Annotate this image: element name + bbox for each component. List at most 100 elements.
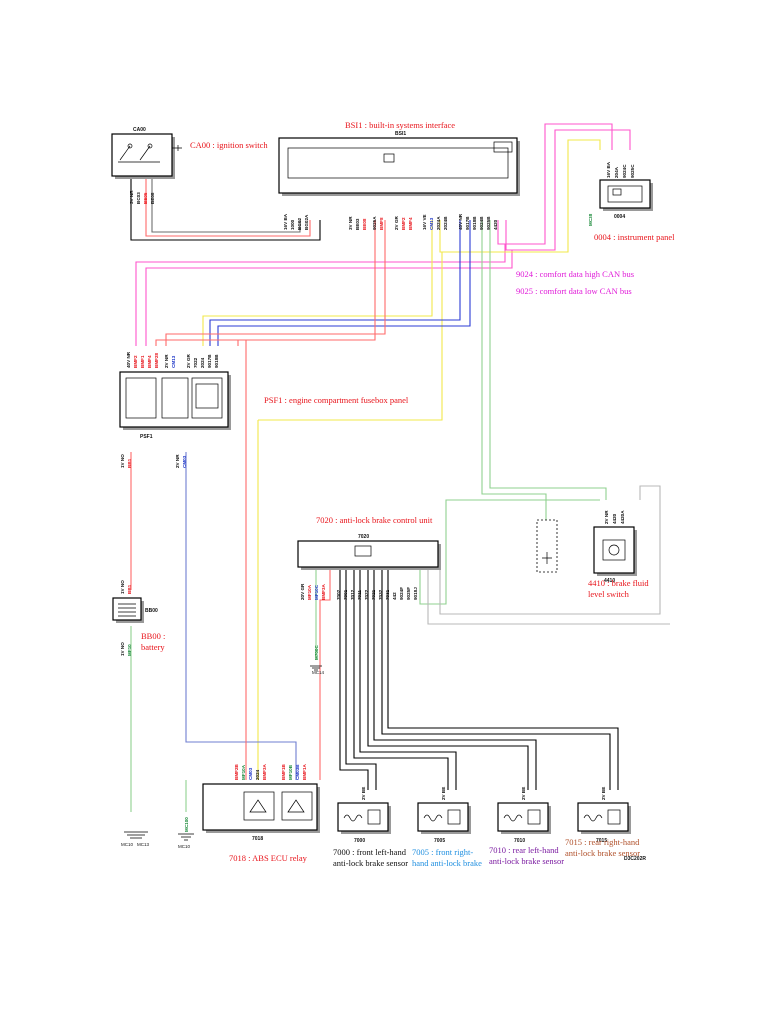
wire-black-s7000-a	[339, 566, 369, 790]
wire-ca00-bsi-red	[145, 178, 311, 237]
psf1-fusebox: PSF1 40V NR BMF2 BMF1 BMF4 BMF28 2V NR C…	[119, 351, 231, 468]
wire-gray-abs-bus	[427, 566, 670, 625]
dashed-connector	[536, 519, 558, 573]
label-p0004: 0004 : instrument panel	[594, 232, 675, 242]
wire-red-psf-bsi-2	[165, 220, 386, 346]
p0004-wire-3: 204A	[614, 166, 619, 178]
r7018-pin-5: BMF3A	[262, 763, 267, 780]
wire-ca00-bsi-gray	[151, 178, 301, 233]
bb00-battery: BB00 1V NO BB1 1V NO MF10	[112, 580, 158, 656]
ground-left-1: MC10	[121, 842, 134, 847]
label-psf1: PSF1 : engine compartment fusebox panel	[264, 395, 409, 405]
s7015-sensor: 7015 2V BE	[577, 787, 631, 844]
bsi-mid3-wire-1: 2V GR	[394, 216, 399, 230]
wire-red-psf-bsi	[155, 220, 376, 346]
bsi-left-wire-1: 16V BA	[283, 213, 288, 230]
bb00-bottom-wire-1: 1V NO	[120, 642, 125, 656]
psf1-top2-wire-1: 2V NR	[164, 354, 169, 368]
wire-black-s7010-b	[373, 566, 537, 790]
p0004-wire-5: 9025C	[630, 164, 635, 178]
psf1-top3-wire-1: 2V GR	[186, 354, 191, 368]
label-bb00-2: battery	[141, 642, 165, 652]
wire-can-high	[497, 123, 613, 245]
wire-black-s7005-b	[359, 566, 457, 790]
u4410-code: 4410	[604, 578, 615, 584]
s7010-code: 7010	[514, 838, 525, 844]
mc14-wire: M700C	[314, 645, 319, 660]
p0004-code: 0004	[614, 214, 625, 220]
u7020-right-wire-8: 7031	[385, 589, 390, 600]
bsi-mid1-wire-3: BE08	[362, 218, 367, 230]
label-ca00: CA00 : ignition switch	[190, 140, 268, 150]
label-s7000-1: 7000 : front left-hand	[333, 847, 407, 857]
wiring-harness	[130, 123, 670, 812]
psf1-bottom2-wire-2: CM03	[182, 455, 187, 468]
u7020-right-wire-2: 7001	[343, 589, 348, 600]
bsi-mid1-wire-1: 3V NR	[348, 216, 353, 230]
ground-mid-wire: MC100	[184, 817, 189, 832]
label-u7020: 7020 : anti-lock brake control unit	[316, 515, 433, 525]
label-r7018: 7018 : ABS ECU relay	[229, 853, 308, 863]
bsi-mid4-wire-4: 2024B	[443, 216, 448, 230]
wire-blue-1	[209, 220, 461, 346]
wire-yellow-abs	[258, 252, 443, 421]
wire-black-s7005-a	[353, 566, 449, 790]
bsi-mid3-wire-3: BMF4	[408, 217, 413, 230]
r7018-pin-9: BMF1A	[302, 763, 307, 780]
s7000-code: 7000	[354, 838, 365, 844]
u7020-right-wire-11: 9025F	[406, 587, 411, 600]
wire-gray-4410	[439, 485, 661, 615]
wire-can-high-2	[135, 244, 506, 346]
ca00-code: CA00	[133, 127, 146, 133]
label-s7005-2: hand anti-lock brake	[412, 858, 482, 868]
wire-green-4410b	[481, 220, 547, 520]
psf1-top3-wire-3: 2024	[200, 357, 205, 368]
u7020-right-wire-12: 9018J	[413, 587, 418, 600]
mc14-code: MC14	[312, 670, 325, 675]
r7018-pin-1: BMF2B	[234, 763, 239, 780]
label-s7015-2: anti-lock brake sensor	[565, 848, 640, 858]
bsi-mid4-wire-3: 2024A	[436, 216, 441, 230]
u4410-wire-2: 4420	[612, 513, 617, 524]
ca00-wire-3: BE05	[143, 192, 148, 204]
psf1-bottom2-wire-1: 2V NR	[175, 454, 180, 468]
u7020-right-wire-4: 7011	[357, 590, 362, 600]
bsi-left-wire-3: BG02	[297, 218, 302, 230]
s7010-sensor: 7010 2V BE	[497, 787, 551, 844]
r7018-pin-6: BMF1B	[281, 763, 286, 780]
psf1-top-wire-4: BMF4	[147, 355, 152, 368]
s7010-wire: 2V BE	[521, 787, 526, 800]
psf1-top3-wire-2: 7022	[193, 357, 198, 368]
psf1-top-wire-5: BMF28	[154, 352, 159, 368]
r7018-abs-ecu-relay: 7018 BMF2B MF10A CM03 2024 BMF3A BMF1B M…	[202, 763, 320, 842]
label-can-high: 9024 : comfort data high CAN bus	[516, 269, 634, 279]
ca00-wire-2: BC03	[136, 192, 141, 204]
psf1-bottom1-wire-1: 1V NO	[120, 454, 125, 468]
bsi-right-wire-4: 9024B	[479, 216, 484, 230]
wire-green-abs	[419, 499, 600, 605]
sheet-code: D3C202R	[624, 856, 646, 862]
bsi-right-wire-3: 9018B	[472, 216, 477, 230]
wire-blue-2	[217, 220, 471, 346]
bsi-mid4-wire-1: 16V VE	[422, 214, 427, 230]
u4410-brake-fluid-switch: 4410 2V NR 4420 4420A	[593, 510, 637, 584]
bsi1-code: BSI1	[395, 131, 406, 137]
bsi-mid2-wire-1: 9025A	[372, 216, 377, 230]
p0004-instrument-panel: 0004 16V BA MC38 204A 9024C 9025C	[588, 161, 653, 226]
r7018-pin-8: CM03B	[295, 764, 300, 780]
label-s7005-1: 7005 : front right-	[412, 847, 473, 857]
bb00-top-wire-2: BB1	[127, 584, 132, 594]
r7018-pin-4: 2024	[255, 769, 260, 780]
s7000-wire: 2V BE	[361, 787, 366, 800]
r7018-pin-3: CM03	[248, 767, 253, 780]
wire-black-s7015-b	[387, 566, 619, 790]
psf1-top-wire-2: BMF2	[133, 355, 138, 368]
u7020-right-wire-7: 7032	[378, 589, 383, 600]
label-can-low: 9025 : comfort data low CAN bus	[516, 286, 632, 296]
label-u4410-1: 4410 : brake fluid	[588, 578, 649, 588]
ground-mid-code: MC10	[178, 844, 191, 849]
u7020-left-wire-2: MF10A	[307, 584, 312, 600]
label-s7010-1: 7010 : rear left-hand	[489, 845, 559, 855]
r7018-code: 7018	[252, 836, 263, 842]
